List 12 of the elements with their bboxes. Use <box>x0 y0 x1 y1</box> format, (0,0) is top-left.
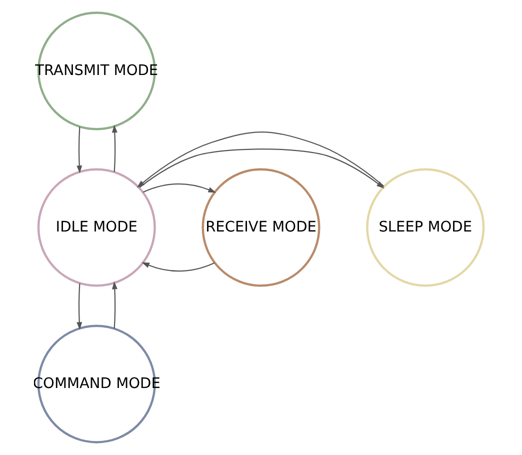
arrow <box>112 281 118 329</box>
arrow <box>142 183 216 193</box>
node-circle: IDLE MODE <box>37 168 156 287</box>
arrow <box>139 148 384 188</box>
arrow <box>112 124 118 172</box>
arrow <box>142 262 215 272</box>
node-circle: RECEIVE MODE <box>202 168 320 287</box>
arrow <box>136 131 384 188</box>
node-circle: TRANSMIT MODE <box>37 12 156 130</box>
node-circle: SLEEP MODE <box>366 168 485 287</box>
arrow <box>76 283 82 330</box>
arrow <box>76 126 82 174</box>
